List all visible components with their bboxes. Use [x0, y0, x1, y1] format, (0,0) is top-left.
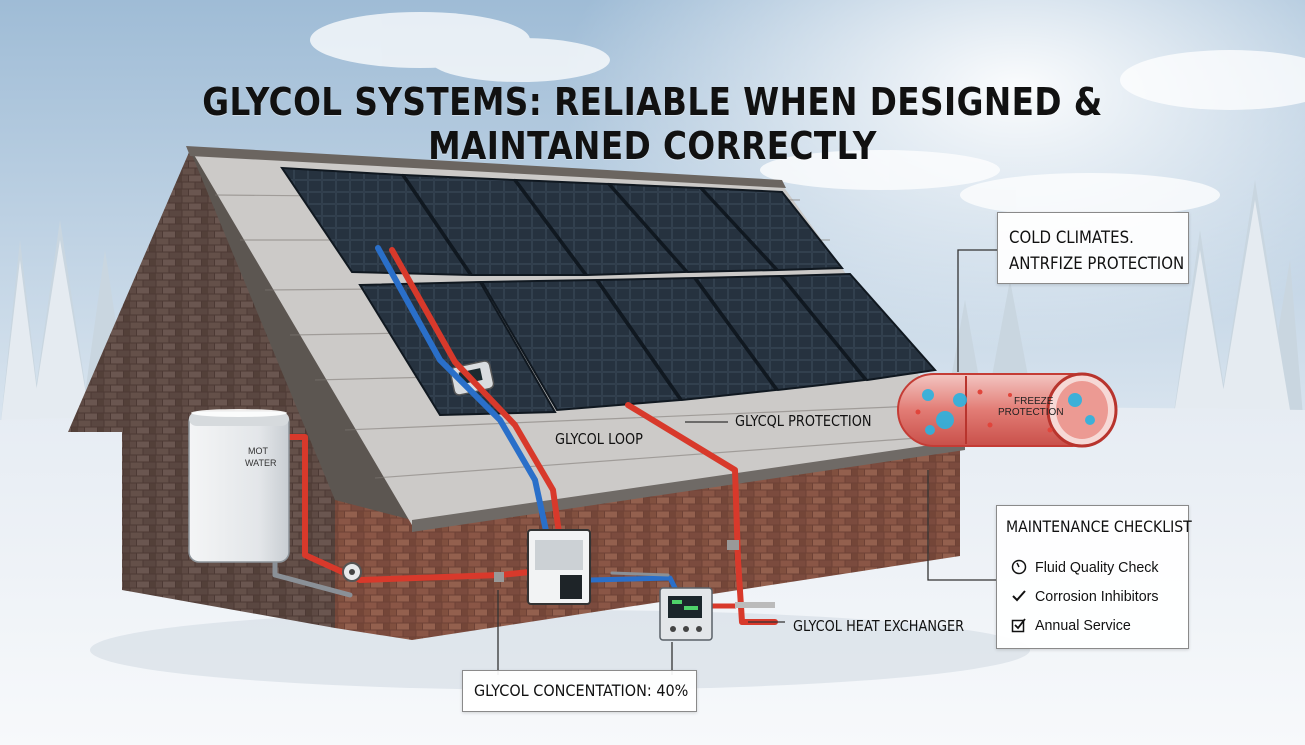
- checklist-item: Corrosion Inhibitors: [1011, 585, 1165, 607]
- tank-label-line2: WATER: [245, 458, 277, 468]
- cold-climate-callout: COLD CLIMATES. ANTRFIZE PROTECTION: [997, 212, 1189, 284]
- tank-label-line1: MOT: [248, 446, 268, 456]
- control-unit: [527, 529, 591, 605]
- checklist-item: Fluid Quality Check: [1011, 556, 1165, 578]
- heat-exchanger-label: GLYCOL HEAT EXCHANGER: [793, 617, 965, 635]
- checkmark-icon: [1012, 590, 1026, 602]
- maintenance-checklist: MAINTENANCE CHECKLIST Fluid Quality Chec…: [996, 505, 1192, 649]
- solar-panel-array: [280, 166, 937, 417]
- checklist-item-label: Fluid Quality Check: [1035, 558, 1159, 576]
- glycol-protection-label: GLYCQL PROTECTION: [735, 412, 872, 430]
- checklist-item-label: Corrosion Inhibitors: [1035, 587, 1159, 605]
- checklist-title: MAINTENANCE CHECKLIST: [1006, 517, 1192, 536]
- checkbox-icon: [1011, 618, 1026, 633]
- cold-callout-line2: ANTRFIZE PROTECTION: [1009, 254, 1185, 274]
- checklist-item-label: Annual Service: [1035, 616, 1131, 634]
- freeze-label-line2: PROTECTION: [998, 407, 1064, 418]
- cold-callout-line1: COLD CLIMATES.: [1009, 228, 1134, 248]
- page-title: GLYCOL SYSTEMS: RELIABLE WHEN DESIGNED &…: [202, 80, 1103, 168]
- glycol-concentration-text: GLYCOL CONCENTATION: 40%: [474, 681, 689, 700]
- gauge-icon: [1011, 559, 1027, 575]
- freeze-label-line1: FREEZE: [1014, 396, 1054, 407]
- checklist-item: Annual Service: [1011, 614, 1136, 636]
- glycol-loop-label: GLYCOL LOOP: [555, 430, 643, 448]
- freeze-protection-pipe-cutaway: [897, 372, 1118, 448]
- heat-exchanger-unit: [659, 587, 713, 641]
- hot-water-tank: [188, 411, 290, 563]
- glycol-concentration-callout: GLYCOL CONCENTATION: 40%: [462, 670, 697, 712]
